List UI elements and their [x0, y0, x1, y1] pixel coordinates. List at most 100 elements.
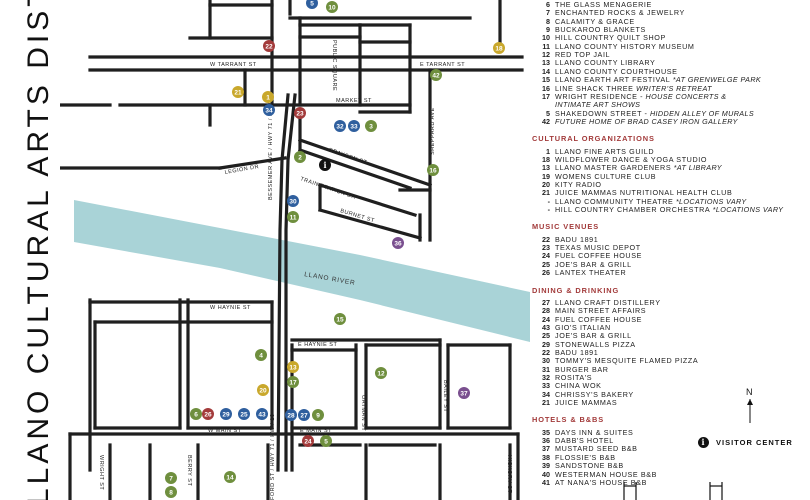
poi-marker[interactable]: 42	[430, 69, 442, 81]
poi-marker[interactable]: 23	[294, 107, 306, 119]
street-legion: LEGION DR	[224, 164, 259, 176]
poi-marker[interactable]: 29	[220, 408, 232, 420]
poi-marker-dot[interactable]	[493, 42, 505, 54]
poi-marker[interactable]: 13	[287, 361, 299, 373]
poi-marker[interactable]: 25	[238, 408, 250, 420]
poi-marker[interactable]: 1	[262, 91, 274, 103]
poi-marker-label: 37	[460, 390, 468, 397]
poi-marker-dot[interactable]	[302, 435, 314, 447]
poi-marker-dot[interactable]	[392, 237, 404, 249]
poi-marker-dot[interactable]	[165, 472, 177, 484]
poi-marker[interactable]: 9	[312, 409, 324, 421]
poi-marker-dot[interactable]	[458, 387, 470, 399]
poi-marker[interactable]: 33	[348, 120, 360, 132]
poi-marker[interactable]: 34	[263, 104, 275, 116]
poi-marker-dot[interactable]	[190, 408, 202, 420]
poi-marker-dot[interactable]	[232, 86, 244, 98]
poi-marker[interactable]: 8	[165, 486, 177, 498]
poi-marker[interactable]: 11	[287, 211, 299, 223]
poi-marker-dot[interactable]	[427, 164, 439, 176]
poi-marker-dot[interactable]	[224, 471, 236, 483]
legend-item-number: 13	[542, 163, 550, 173]
legend-item-note: *AT GRENWELGE PARK	[670, 75, 762, 85]
poi-marker[interactable]: 10	[326, 1, 338, 13]
poi-marker-dot[interactable]	[430, 69, 442, 81]
legend-item-number: 31	[542, 364, 550, 374]
poi-marker-label: 13	[289, 364, 297, 371]
poi-marker[interactable]: 36	[392, 237, 404, 249]
legend-item-name: WRIGHT RESIDENCE -	[555, 91, 644, 101]
poi-marker-label: 7	[169, 475, 173, 482]
poi-marker-dot[interactable]	[262, 91, 274, 103]
poi-marker[interactable]: 18	[493, 42, 505, 54]
poi-marker[interactable]: 30	[287, 195, 299, 207]
poi-marker[interactable]: 27	[298, 409, 310, 421]
poi-marker[interactable]: 26	[202, 408, 214, 420]
vertical-title: LLANO CULTURAL ARTS DISTRICT	[22, 0, 55, 500]
legend-item-number: 6	[546, 0, 550, 9]
poi-marker-dot[interactable]	[320, 435, 332, 447]
district-map[interactable]: LLANO RIVER	[60, 0, 530, 500]
poi-marker[interactable]: 3	[365, 120, 377, 132]
legend-item-name: WILDFLOWER DANCE & YOGA STUDIO	[555, 154, 708, 164]
poi-marker-dot[interactable]	[257, 384, 269, 396]
poi-marker[interactable]: 16	[427, 164, 439, 176]
legend-item-name: LLANO FINE ARTS GUILD	[555, 146, 655, 156]
poi-marker-dot[interactable]	[365, 120, 377, 132]
poi-marker-dot[interactable]	[220, 408, 232, 420]
poi-marker[interactable]: 5	[306, 0, 318, 9]
poi-marker[interactable]: 32	[334, 120, 346, 132]
poi-marker[interactable]: 21	[232, 86, 244, 98]
poi-marker[interactable]: 4	[255, 349, 267, 361]
poi-marker-dot[interactable]	[294, 151, 306, 163]
street-public-square: PUBLIC SQUARE	[331, 40, 337, 91]
poi-marker-dot[interactable]	[348, 120, 360, 132]
poi-marker-dot[interactable]	[285, 409, 297, 421]
poi-marker[interactable]: 28	[285, 409, 297, 421]
poi-marker[interactable]: 6	[190, 408, 202, 420]
poi-marker[interactable]: 17	[287, 376, 299, 388]
poi-marker-dot[interactable]	[165, 486, 177, 498]
poi-marker[interactable]: 37	[458, 387, 470, 399]
poi-marker-dot[interactable]	[263, 40, 275, 52]
poi-marker[interactable]: 2	[294, 151, 306, 163]
poi-marker-dot[interactable]	[238, 408, 250, 420]
poi-marker[interactable]: 20	[257, 384, 269, 396]
legend-section-heading: MUSIC VENUES	[532, 222, 600, 232]
poi-marker-dot[interactable]	[334, 120, 346, 132]
poi-marker[interactable]: 14	[224, 471, 236, 483]
poi-marker-dot[interactable]	[287, 376, 299, 388]
visitor-center-marker[interactable]: i	[319, 159, 331, 171]
poi-marker-dot[interactable]	[326, 1, 338, 13]
poi-marker-dot[interactable]	[375, 367, 387, 379]
poi-marker-dot[interactable]	[334, 313, 346, 325]
poi-marker-dot[interactable]	[255, 349, 267, 361]
poi-marker[interactable]: 12	[375, 367, 387, 379]
poi-marker[interactable]: 24	[302, 435, 314, 447]
poi-marker-dot[interactable]	[256, 408, 268, 420]
poi-marker[interactable]: 43	[256, 408, 268, 420]
legend-item: -HILL COUNTRY CHAMBER ORCHESTRA *LOCATIO…	[532, 206, 783, 214]
scale-bar	[623, 482, 723, 500]
poi-marker-dot[interactable]	[202, 408, 214, 420]
poi-marker[interactable]: 5	[320, 435, 332, 447]
poi-marker-dot[interactable]	[287, 211, 299, 223]
poi-marker-dot[interactable]	[294, 107, 306, 119]
poi-marker-dot[interactable]	[263, 104, 275, 116]
poi-marker-dot[interactable]	[298, 409, 310, 421]
poi-marker-dot[interactable]	[287, 361, 299, 373]
poi-marker[interactable]: 15	[334, 313, 346, 325]
poi-marker-label: 34	[265, 107, 273, 114]
legend-item-note: WRITER'S RETREAT	[633, 83, 712, 93]
poi-marker[interactable]: 7	[165, 472, 177, 484]
poi-marker[interactable]: 22	[263, 40, 275, 52]
poi-marker-dot[interactable]	[287, 195, 299, 207]
poi-marker-dot[interactable]	[306, 0, 318, 9]
poi-marker-dot[interactable]	[312, 409, 324, 421]
